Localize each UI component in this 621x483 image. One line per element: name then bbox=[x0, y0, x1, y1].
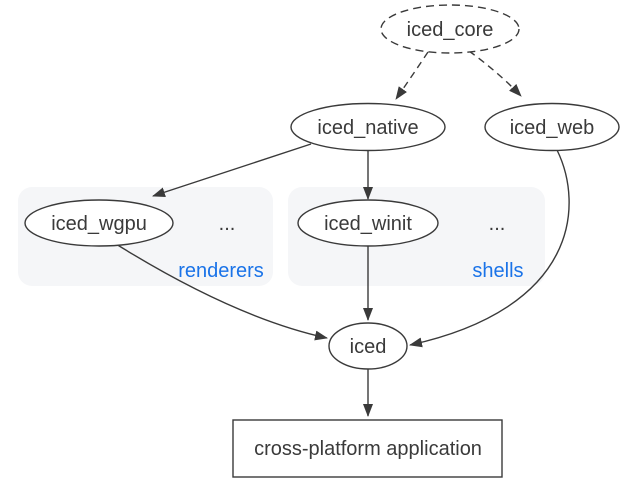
node-iced-web-shape bbox=[484, 102, 620, 152]
node-iced-native-shape bbox=[290, 102, 446, 152]
edge-iced-wgpu-to-iced bbox=[115, 243, 328, 341]
node-iced-winit-shape bbox=[297, 199, 439, 247]
node-iced-native-label: iced_native bbox=[317, 117, 418, 139]
node-iced-label: iced bbox=[350, 336, 387, 358]
node-application-label: cross-platform application bbox=[254, 438, 482, 460]
node-iced-web-label: iced_web bbox=[510, 117, 595, 139]
node-application: cross-platform application bbox=[232, 419, 503, 478]
node-iced: iced bbox=[328, 322, 408, 370]
node-iced-core-shape bbox=[380, 4, 520, 54]
node-iced-wgpu-shape bbox=[24, 199, 174, 247]
edge-iced-native-to-iced-wgpu bbox=[152, 143, 312, 197]
node-iced-wgpu-label: iced_wgpu bbox=[51, 213, 147, 235]
node-application-shape bbox=[232, 419, 503, 478]
node-iced-wgpu: iced_wgpu bbox=[24, 199, 174, 247]
edge-iced-core-to-iced-web bbox=[468, 50, 522, 97]
node-iced-native: iced_native bbox=[290, 102, 446, 152]
edge-iced-web-to-iced bbox=[409, 149, 570, 348]
group-shells-ellipsis: ... bbox=[489, 213, 506, 235]
group-renderers-ellipsis: ... bbox=[219, 213, 236, 235]
node-iced-shape bbox=[328, 322, 408, 370]
node-iced-core: iced_core bbox=[380, 4, 520, 54]
group-renderers-label: renderers bbox=[178, 260, 264, 282]
node-iced-winit-label: iced_winit bbox=[324, 213, 412, 235]
node-iced-web: iced_web bbox=[484, 102, 620, 152]
group-shells-label: shells bbox=[472, 260, 523, 282]
node-iced-winit: iced_winit bbox=[297, 199, 439, 247]
edges bbox=[115, 50, 570, 417]
edge-iced-core-to-iced-native bbox=[395, 51, 429, 100]
node-iced-core-label: iced_core bbox=[407, 19, 494, 41]
